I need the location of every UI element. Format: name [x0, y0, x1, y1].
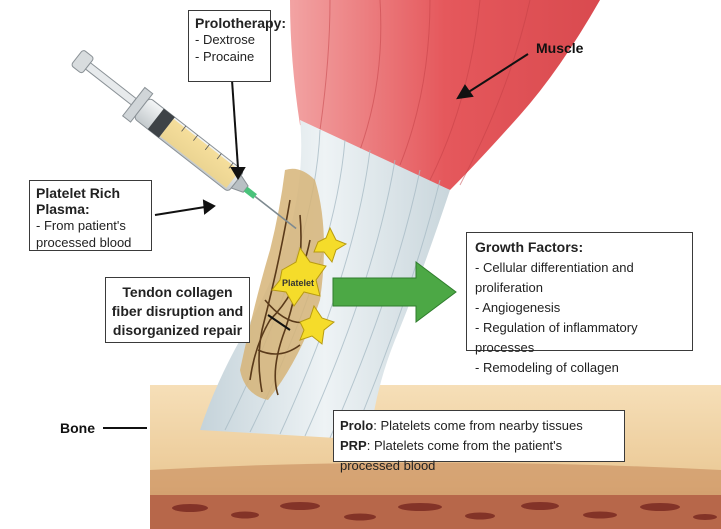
- tendon-collagen-line: Tendon collagen: [122, 284, 233, 300]
- growth-factor-item: - Angiogenesis: [475, 300, 561, 315]
- growth-factor-item: - Cellular differentiation and prolifera…: [475, 260, 634, 295]
- syringe-icon: [71, 50, 297, 230]
- muscle-belly: [290, 0, 600, 190]
- prp-item: processed blood: [36, 235, 132, 250]
- bone-layer: [150, 385, 721, 529]
- prp-source-text: : Platelets come from the patient's proc…: [340, 438, 563, 473]
- prp-title: Platelet Rich Plasma:: [36, 185, 121, 217]
- prp-item: - From patient's: [36, 218, 126, 233]
- growth-factor-arrow: [332, 261, 457, 323]
- prolotherapy-item: - Dextrose: [195, 32, 255, 47]
- platelet-sources-box: Prolo: Platelets come from nearby tissue…: [333, 410, 625, 473]
- growth-factors-title: Growth Factors:: [475, 239, 584, 255]
- prolotherapy-item: - Procaine: [195, 49, 255, 64]
- leader-lines: [103, 53, 529, 429]
- muscle-label: Muscle: [536, 40, 584, 56]
- prolotherapy-title: Prolotherapy:: [195, 15, 287, 31]
- bone-label: Bone: [60, 420, 95, 436]
- tendon-collagen-line: disorganized repair: [112, 322, 243, 338]
- prp-box: Platelet Rich Plasma: - From patient's p…: [29, 180, 152, 251]
- prp-term: PRP: [340, 438, 367, 453]
- tendon-collagen-box: Tendon collagen fiber disruption and dis…: [105, 277, 250, 343]
- tendon-collagen-line: fiber disruption and: [111, 303, 244, 319]
- growth-factors-box: Growth Factors: - Cellular differentiati…: [466, 232, 693, 375]
- prp-source-line: PRP: Platelets come from the patient's p…: [340, 436, 618, 476]
- prolo-source-line: Prolo: Platelets come from nearby tissue…: [340, 416, 618, 436]
- prolo-term: Prolo: [340, 418, 374, 433]
- growth-factor-item: - Regulation of inflammatory processes: [475, 320, 638, 355]
- platelet-icon: [271, 226, 348, 345]
- growth-factor-item: - Remodeling of collagen: [475, 360, 619, 375]
- prolo-source-text: : Platelets come from nearby tissues: [373, 418, 583, 433]
- platelet-label: Platelet: [282, 278, 314, 288]
- prolotherapy-box: Prolotherapy: - Dextrose - Procaine: [188, 10, 287, 82]
